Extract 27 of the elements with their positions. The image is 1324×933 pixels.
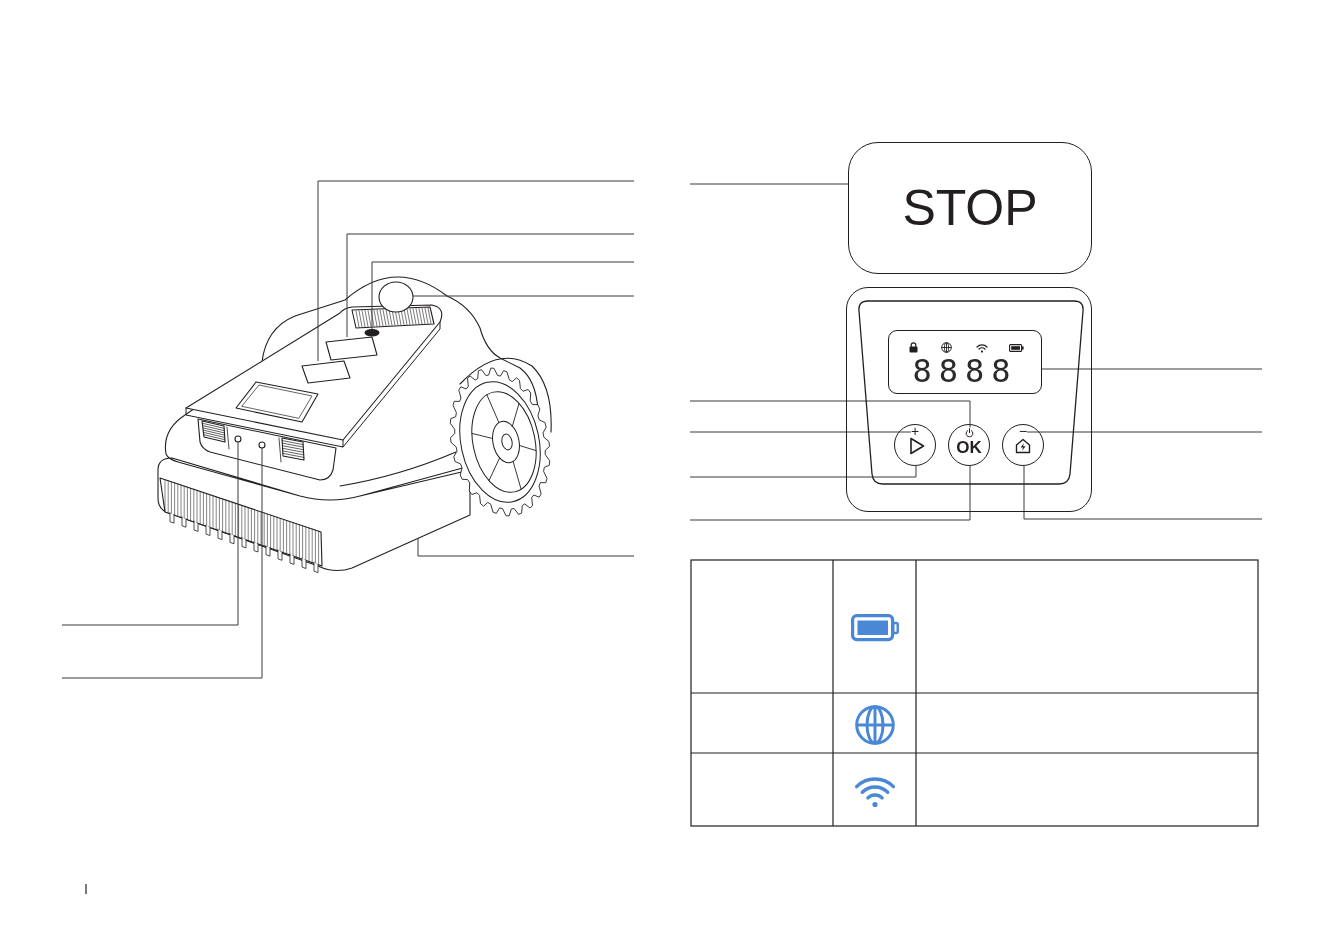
leader-line bbox=[1041, 368, 1263, 370]
sensor-dot bbox=[234, 435, 242, 443]
leader-line bbox=[412, 295, 635, 297]
leader-line bbox=[689, 465, 971, 521]
leader-line bbox=[346, 233, 635, 338]
lcd-display bbox=[888, 330, 1042, 394]
minus-sign: − bbox=[1018, 425, 1028, 437]
sensor-dot bbox=[258, 441, 266, 449]
control-panel bbox=[325, 336, 378, 361]
leader-line bbox=[1023, 465, 1263, 520]
leader-line bbox=[61, 447, 263, 679]
stop-button: STOP bbox=[848, 142, 1092, 274]
digit-readout: 8888 bbox=[912, 355, 1018, 387]
leader-line bbox=[689, 183, 849, 185]
stop-button bbox=[301, 360, 351, 384]
control-panel bbox=[846, 287, 1092, 512]
leader-line bbox=[1026, 431, 1263, 433]
leader-line bbox=[689, 400, 971, 428]
plus-sign: + bbox=[910, 425, 920, 437]
leader-line bbox=[417, 537, 635, 557]
leader-line bbox=[371, 261, 635, 330]
power-icon bbox=[964, 427, 974, 437]
leader-line bbox=[61, 441, 239, 626]
dome bbox=[378, 281, 414, 313]
leader-line bbox=[317, 180, 635, 362]
leader-line bbox=[689, 465, 917, 478]
round-button bbox=[364, 328, 380, 337]
